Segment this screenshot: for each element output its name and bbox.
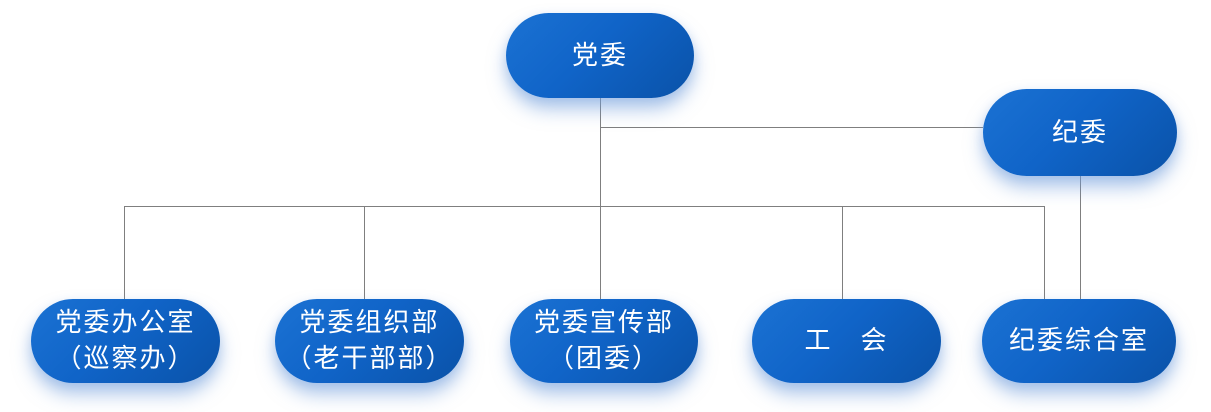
node-organization-dept: 党委组织部 （老干部部） [275, 299, 464, 383]
connector-discipline-horizontal [600, 127, 983, 128]
node-party-committee-label: 党委 [571, 40, 628, 70]
node-party-office-line2: （巡察办） [55, 344, 196, 373]
node-party-office: 党委办公室 （巡察办） [31, 299, 220, 383]
connector-bus-horizontal [124, 206, 1045, 207]
node-discipline-committee: 纪委 [983, 89, 1177, 176]
node-labor-union: 工 会 [752, 299, 941, 383]
node-propaganda-dept: 党委宣传部 （团委） [510, 299, 698, 383]
node-discipline-committee-label: 纪委 [1051, 117, 1108, 147]
connector-drop-organization-dept [364, 206, 365, 299]
node-discipline-general-office: 纪委综合室 [982, 299, 1176, 383]
node-party-office-line1: 党委办公室 [55, 308, 196, 337]
node-propaganda-dept-line2: （团委） [547, 344, 660, 373]
node-organization-dept-line1: 党委组织部 [299, 308, 440, 337]
connector-root-vertical [600, 98, 601, 299]
node-propaganda-dept-line1: 党委宣传部 [533, 308, 674, 337]
connector-drop-labor-union [842, 206, 843, 299]
node-discipline-general-office-label: 纪委综合室 [1008, 326, 1149, 355]
connector-drop-discipline-office [1044, 206, 1045, 299]
connector-discipline-vertical [1080, 176, 1081, 299]
node-labor-union-label: 工 会 [804, 326, 889, 355]
connector-drop-party-office [124, 206, 125, 299]
node-party-committee: 党委 [506, 13, 694, 98]
node-organization-dept-line2: （老干部部） [285, 344, 454, 373]
